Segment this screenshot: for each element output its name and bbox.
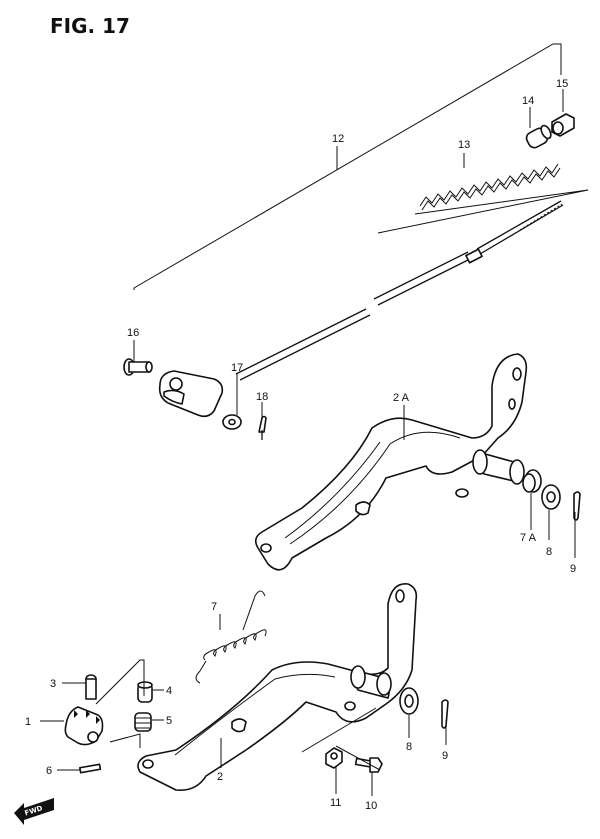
callout-9-upper: 9 [570, 563, 576, 575]
adjusting-nut [551, 113, 575, 137]
bolt-leader-lines [301, 707, 381, 771]
callout-8-lower: 8 [406, 741, 412, 753]
callout-10: 10 [365, 800, 377, 812]
callout-2a: 2 A [393, 392, 410, 404]
rod-spring [419, 163, 561, 211]
bolt-3 [85, 674, 97, 700]
cotter-pin-18 [258, 415, 267, 440]
callout-18: 18 [256, 391, 268, 403]
callout-7a: 7 A [520, 532, 537, 544]
washer-8-lower [399, 687, 419, 715]
callout-17: 17 [231, 362, 243, 374]
rod-break-indicator [377, 189, 589, 234]
rod-joint [525, 124, 552, 149]
figure-title: FIG. 17 [50, 14, 130, 38]
rod-assembly-bracket [133, 43, 562, 290]
callout-9-lower: 9 [442, 750, 448, 762]
callout-5: 5 [166, 715, 172, 727]
callout-8-upper: 8 [546, 546, 552, 558]
callout-7: 7 [211, 601, 217, 613]
callout-labels: 1 2 2 A 3 4 5 6 7 7 A 8 8 9 9 10 11 12 1… [25, 78, 576, 812]
callout-15: 15 [556, 78, 568, 90]
callout-1: 1 [25, 716, 31, 728]
fwd-arrow: FWD [14, 798, 54, 825]
clevis-pin [123, 358, 153, 376]
return-spring [195, 590, 267, 684]
nut-11 [325, 747, 343, 769]
brake-rod [235, 200, 564, 381]
bushing-4 [137, 681, 153, 703]
callout-16: 16 [127, 327, 139, 339]
callout-11: 11 [330, 797, 341, 809]
callout-6: 6 [46, 765, 52, 777]
washer-8-upper [541, 484, 561, 510]
callout-13: 13 [458, 139, 470, 151]
callout-3: 3 [50, 678, 56, 690]
callout-12: 12 [332, 133, 344, 145]
cotter-pin-9-lower [441, 699, 449, 729]
callout-14: 14 [522, 95, 534, 107]
callout-4: 4 [166, 685, 172, 697]
bushing-7a [522, 469, 542, 493]
pin-6 [79, 763, 102, 774]
spring-5 [134, 712, 152, 732]
callout-leaders [40, 89, 576, 796]
washer-17 [222, 414, 242, 430]
peg-bracket-lines [95, 659, 145, 748]
callout-2: 2 [217, 771, 223, 783]
brake-pedal-2a [254, 353, 528, 571]
rod-clevis [158, 370, 224, 418]
brake-pedal-2 [137, 583, 418, 792]
foot-peg [64, 706, 104, 746]
bolt-10 [354, 757, 383, 773]
